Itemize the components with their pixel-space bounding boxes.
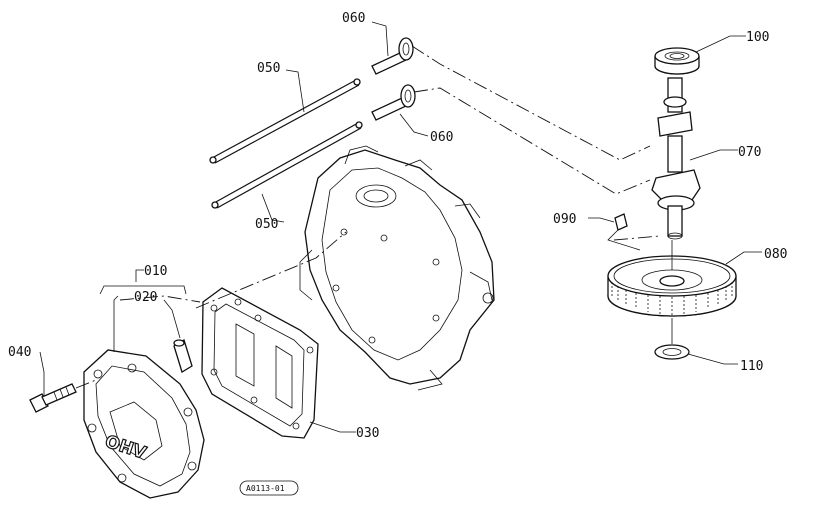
callout-040: 040	[8, 345, 31, 360]
callout-110: 110	[740, 359, 763, 374]
callout-070: 070	[738, 145, 761, 160]
crankcase	[299, 145, 495, 391]
drawing-code-frame	[239, 480, 299, 496]
drawing-code: A0113-01	[246, 484, 285, 493]
assembly-lines	[75, 45, 661, 389]
leader-lines	[39, 21, 762, 433]
callout-100: 100	[746, 30, 769, 45]
callout-050-upper: 050	[257, 61, 280, 76]
callout-020: 020	[134, 290, 157, 305]
camshaft	[651, 77, 701, 240]
thrust-washer	[654, 318, 690, 360]
callout-050-lower: 050	[255, 217, 278, 232]
dowel-pin	[173, 339, 193, 373]
tappet-upper	[371, 37, 414, 75]
hex-bolt	[29, 383, 77, 413]
push-rod-upper	[209, 78, 361, 164]
callout-060-lower: 060	[430, 130, 453, 145]
cam-gear	[607, 240, 737, 317]
callout-010: 010	[144, 264, 167, 279]
callout-090: 090	[553, 212, 576, 227]
bearing	[654, 47, 700, 75]
callout-080: 080	[764, 247, 787, 262]
cover-gasket	[201, 287, 319, 439]
tappet-lower	[371, 84, 416, 121]
woodruff-key	[607, 213, 641, 251]
crankcase-cover	[83, 349, 205, 499]
push-rod-lower	[211, 121, 363, 209]
callout-060-upper: 060	[342, 11, 365, 26]
callout-030: 030	[356, 426, 379, 441]
